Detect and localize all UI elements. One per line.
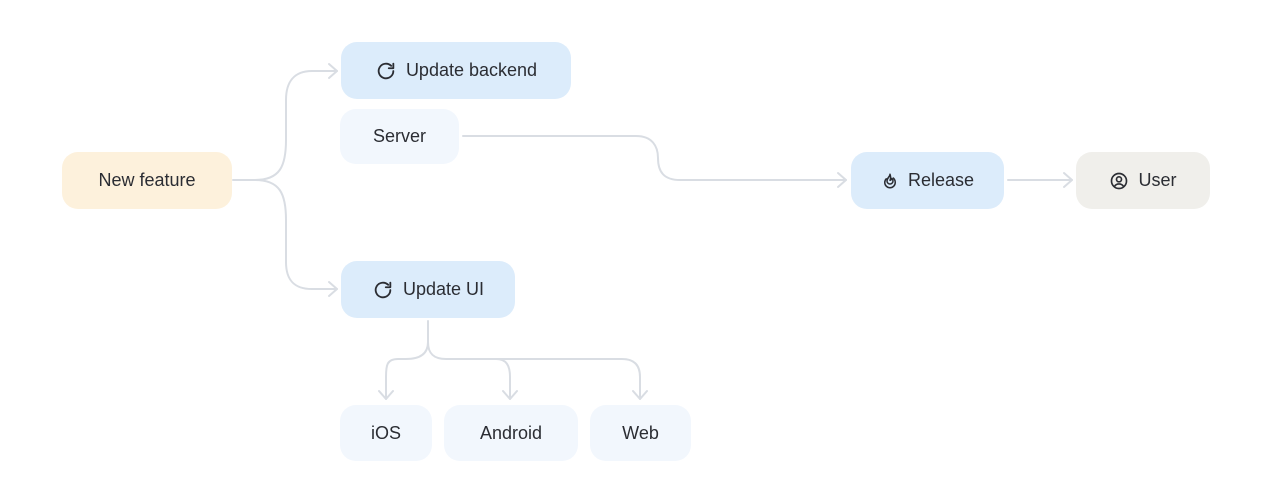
arrowhead-web bbox=[632, 390, 648, 400]
node-android-label: Android bbox=[479, 422, 543, 443]
arrowhead-user bbox=[1063, 172, 1073, 188]
node-update-backend: Update backend bbox=[341, 42, 571, 99]
arrowhead-update-backend bbox=[328, 63, 338, 79]
node-update-ui: Update UI bbox=[341, 261, 515, 318]
edge-update-ui-branch bbox=[427, 320, 641, 400]
edge-update-ui-to-android bbox=[495, 358, 511, 400]
arrowhead-android bbox=[502, 390, 518, 400]
node-server-label: Server bbox=[372, 126, 426, 146]
node-release: Release bbox=[851, 152, 1004, 209]
node-server: Server bbox=[340, 109, 459, 164]
arrowhead-update-ui bbox=[328, 281, 338, 297]
node-web-label: Web bbox=[622, 422, 659, 443]
edge-update-ui-to-ios bbox=[385, 341, 429, 400]
node-update-backend-label: Update backend bbox=[405, 60, 538, 80]
edge-server-to-release bbox=[462, 135, 847, 181]
node-user-label: User bbox=[1138, 170, 1177, 190]
arrowhead-ios bbox=[378, 390, 394, 400]
edge-new-feature-to-update-ui bbox=[254, 179, 338, 290]
node-web: Web bbox=[590, 405, 691, 461]
node-update-ui-label: Update UI bbox=[402, 279, 485, 299]
user-circle-icon bbox=[1109, 171, 1129, 191]
flame-icon bbox=[881, 171, 899, 191]
edge-new-feature-to-update-backend bbox=[232, 70, 338, 181]
node-new-feature: New feature bbox=[62, 152, 232, 209]
node-user: User bbox=[1076, 152, 1210, 209]
arrowhead-release bbox=[837, 172, 847, 188]
node-ios: iOS bbox=[340, 405, 432, 461]
refresh-icon bbox=[372, 279, 394, 301]
refresh-icon bbox=[375, 60, 397, 82]
node-ios-label: iOS bbox=[370, 422, 401, 443]
node-release-label: Release bbox=[907, 170, 975, 190]
node-android: Android bbox=[444, 405, 578, 461]
node-new-feature-label: New feature bbox=[98, 170, 196, 190]
